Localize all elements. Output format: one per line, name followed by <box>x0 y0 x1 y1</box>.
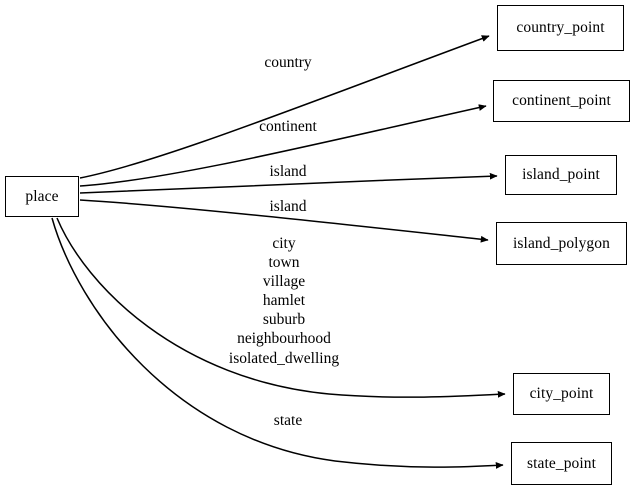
node-island-point-label: island_point <box>522 166 600 184</box>
node-island-point[interactable]: island_point <box>505 155 617 195</box>
edge-label-state: state <box>273 412 303 429</box>
edge-place-to-continent-point <box>79 104 487 187</box>
node-place[interactable]: place <box>5 176 79 217</box>
edge-place-to-country-point <box>79 35 490 179</box>
edge-label-continent: continent <box>259 118 317 135</box>
edge-place-to-city-point <box>56 217 506 398</box>
edge-label-city-point: city town village hamlet suburb neighbou… <box>228 235 340 367</box>
node-continent-point[interactable]: continent_point <box>493 80 630 122</box>
edge-place-to-island-point <box>79 172 498 194</box>
node-state-point[interactable]: state_point <box>511 442 612 485</box>
node-state-point-label: state_point <box>526 454 597 472</box>
node-island-polygon-label: island_polygon <box>513 234 610 252</box>
edge-label-island-polygon: island <box>269 198 307 215</box>
edge-label-country: country <box>264 54 312 71</box>
node-place-label: place <box>25 187 59 205</box>
node-island-polygon[interactable]: island_polygon <box>496 222 627 265</box>
node-city-point[interactable]: city_point <box>513 373 610 415</box>
edge-place-to-state-point <box>51 217 504 469</box>
edge-label-island-point: island <box>269 163 307 180</box>
node-city-point-label: city_point <box>529 385 594 403</box>
node-country-point[interactable]: country_point <box>497 5 624 51</box>
node-country-point-label: country_point <box>516 19 605 37</box>
node-continent-point-label: continent_point <box>512 92 611 110</box>
edge-place-to-island-polygon <box>79 199 489 243</box>
